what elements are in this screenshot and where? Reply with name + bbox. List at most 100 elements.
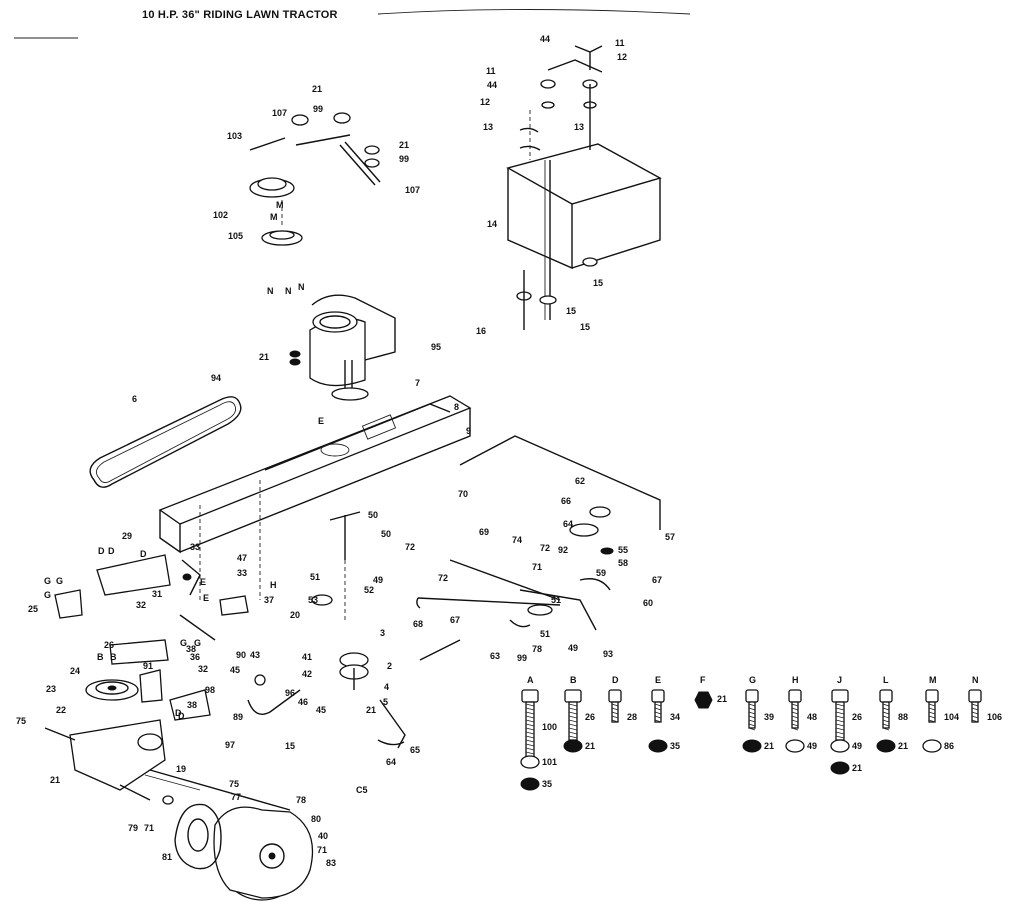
hardware-part-number: 34 <box>670 712 680 722</box>
callout-label: 65 <box>410 745 420 755</box>
hardware-part-number: 39 <box>764 712 774 722</box>
callout-label: H <box>270 580 277 590</box>
callout-label: 31 <box>152 589 162 599</box>
callout-label: 16 <box>476 326 486 336</box>
main-frame <box>158 395 661 620</box>
hardware-extra-part-number: 21 <box>764 741 774 751</box>
hardware-extra-part-number: 35 <box>670 741 680 751</box>
callout-label: 26 <box>104 640 114 650</box>
bolt-shank-icon <box>791 701 799 729</box>
nut-icon <box>876 739 896 753</box>
hardware-part-number: 106 <box>987 712 1002 722</box>
hardware-extra-part-number: 35 <box>542 779 552 789</box>
callout-label: 94 <box>211 373 221 383</box>
callout-label: E <box>203 593 209 603</box>
nut-icon <box>563 739 583 753</box>
bolt-head-icon <box>788 689 802 703</box>
callout-label: 77 <box>231 792 241 802</box>
callout-label: 69 <box>479 527 489 537</box>
pedal-brackets <box>54 554 249 721</box>
callout-label: B <box>97 652 104 662</box>
callout-label: 62 <box>575 476 585 486</box>
hardware-extra-part-number: 49 <box>852 741 862 751</box>
callout-label: 15 <box>285 741 295 751</box>
nut-icon <box>830 761 850 775</box>
drive-belt <box>89 396 242 488</box>
callout-label: 29 <box>122 531 132 541</box>
callout-label: 49 <box>568 643 578 653</box>
hardware-part-number: 26 <box>852 712 862 722</box>
callout-label: 99 <box>313 104 323 114</box>
callout-label: 105 <box>228 231 243 241</box>
callout-label: 107 <box>272 108 287 118</box>
hardware-letter: M <box>929 675 937 685</box>
callout-label: 92 <box>558 545 568 555</box>
callout-label: 24 <box>70 666 80 676</box>
callout-label: 90 <box>236 650 246 660</box>
callout-label: 51 <box>551 595 561 605</box>
callout-label: D <box>140 549 147 559</box>
callout-label: 14 <box>487 219 497 229</box>
callout-label: 74 <box>512 535 522 545</box>
callout-label: 33 <box>237 568 247 578</box>
callout-label: B <box>110 652 117 662</box>
hardware-letter: A <box>527 675 534 685</box>
hardware-extra-part-number: 101 <box>542 757 557 767</box>
callout-label: D <box>178 711 185 721</box>
bolt-shank-icon <box>748 701 756 729</box>
callout-label: 71 <box>317 845 327 855</box>
callout-label: 99 <box>399 154 409 164</box>
callout-label: 32 <box>198 664 208 674</box>
callout-label: 20 <box>290 610 300 620</box>
engine <box>289 294 396 401</box>
callout-label: 25 <box>28 604 38 614</box>
hardware-letter: E <box>655 675 661 685</box>
callout-label: 79 <box>128 823 138 833</box>
callout-label: 44 <box>487 80 497 90</box>
callout-label: G <box>56 576 63 586</box>
hardware-extra-part-number: 21 <box>898 741 908 751</box>
callout-label: 67 <box>450 615 460 625</box>
callout-label: 72 <box>540 543 550 553</box>
callout-label: 72 <box>438 573 448 583</box>
transmission-pulley <box>85 679 139 701</box>
hardware-extra-part-number: 21 <box>852 763 862 773</box>
callout-label: 64 <box>563 519 573 529</box>
callout-label: 72 <box>405 542 415 552</box>
washer-icon <box>830 739 850 753</box>
bolt-head-icon <box>608 689 622 703</box>
callout-label: 49 <box>373 575 383 585</box>
callout-label: M <box>276 200 284 210</box>
bolt-head-icon <box>968 689 982 703</box>
callout-label: 9 <box>466 426 471 436</box>
callout-label: 44 <box>540 34 550 44</box>
figure-code: C5 <box>356 785 368 795</box>
callout-label: 46 <box>298 697 308 707</box>
steering-linkage <box>416 506 614 631</box>
callout-label: 57 <box>665 532 675 542</box>
hardware-part-number: 21 <box>717 694 727 704</box>
callout-label: 80 <box>311 814 321 824</box>
callout-label: 19 <box>176 764 186 774</box>
callout-label: 63 <box>490 651 500 661</box>
hardware-letter: L <box>883 675 889 685</box>
nut-icon <box>520 777 540 791</box>
callout-label: 99 <box>517 653 527 663</box>
callout-label: 93 <box>603 649 613 659</box>
hardware-extra-part-number: 21 <box>585 741 595 751</box>
hardware-letter: N <box>972 675 979 685</box>
diagram-title: 10 H.P. 36" RIDING LAWN TRACTOR <box>142 9 338 21</box>
rear-wheel <box>162 795 314 901</box>
bolt-head-icon <box>831 689 849 703</box>
callout-label: 50 <box>381 529 391 539</box>
callout-label: 2 <box>387 661 392 671</box>
hardware-letter: B <box>570 675 577 685</box>
callout-label: 8 <box>454 402 459 412</box>
washer-icon <box>785 739 805 753</box>
callout-label: 40 <box>318 831 328 841</box>
callout-label: 91 <box>143 661 153 671</box>
